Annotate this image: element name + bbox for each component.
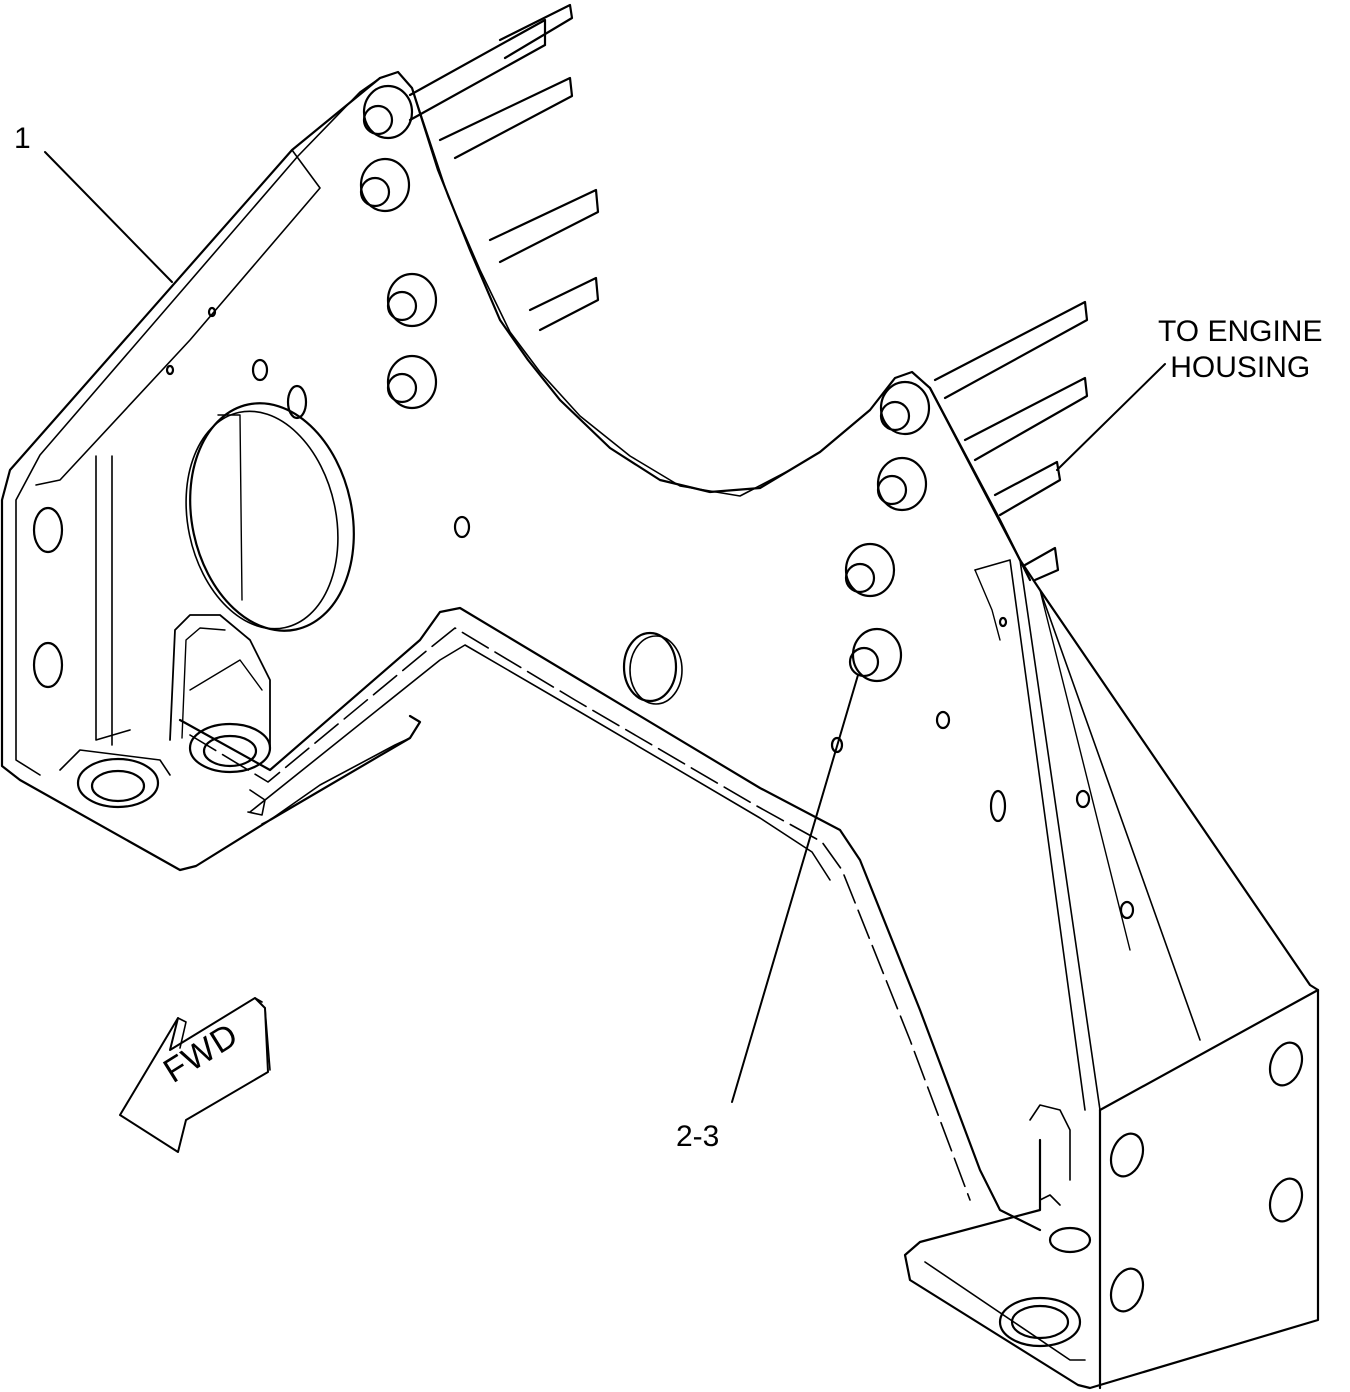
stud-8 — [850, 548, 1058, 681]
stud-2 — [361, 78, 572, 211]
stud-6 — [878, 378, 1087, 510]
stud-1 — [364, 5, 572, 138]
stud-4 — [388, 278, 598, 408]
callout-engine-line2: HOUSING — [1170, 351, 1311, 384]
bracket-left-foot — [34, 508, 270, 815]
bracket-small-holes — [167, 308, 1133, 918]
fwd-arrow — [120, 998, 270, 1152]
stud-5 — [881, 302, 1087, 434]
callout-item-1: 1 — [14, 122, 31, 155]
stud-7 — [846, 462, 1060, 596]
bracket-right-leg — [905, 388, 1318, 1388]
studs-upper-right — [846, 302, 1087, 681]
leader-item-2-3 — [732, 675, 858, 1102]
callout-item-2-3: 2-3 — [676, 1120, 720, 1153]
studs-upper-left — [361, 5, 598, 408]
leader-item-1 — [45, 152, 172, 282]
stud-3 — [388, 190, 598, 326]
bracket-plate — [2, 72, 1040, 1230]
callout-engine-housing: TO ENGINE HOUSING — [1158, 314, 1322, 386]
callout-engine-line1: TO ENGINE — [1158, 315, 1323, 348]
leader-engine-housing — [1057, 364, 1165, 470]
bracket-large-hole — [167, 388, 374, 646]
